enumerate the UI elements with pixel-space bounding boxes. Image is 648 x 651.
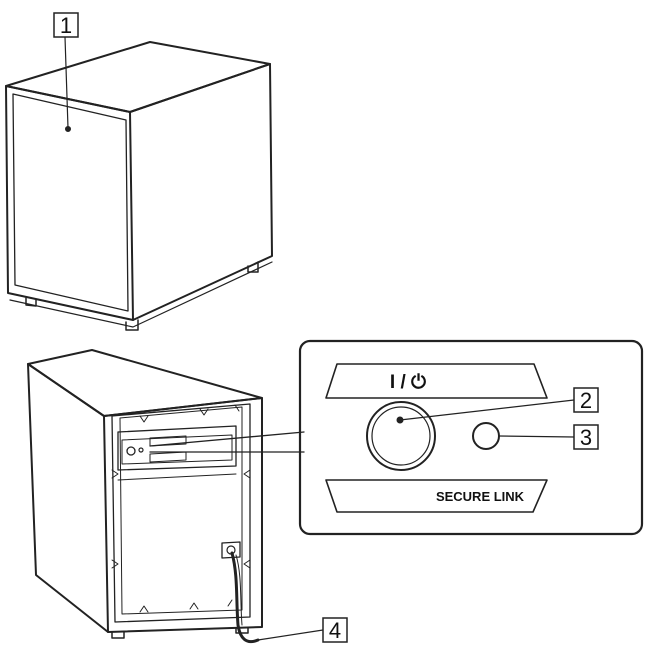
callout-1-label: 1: [60, 13, 72, 38]
zoom-leader-lines: [149, 431, 305, 453]
callout-4-label: 4: [329, 618, 341, 643]
control-panel-enlarged: [298, 339, 644, 536]
callout-2: 2: [573, 387, 599, 413]
callout-2-label: 2: [580, 388, 592, 413]
subwoofer-front-view: [5, 36, 273, 331]
secure-link-label: SECURE LINK: [436, 489, 525, 504]
callout-3: 3: [573, 424, 599, 450]
power-label: I / ⏻: [390, 372, 426, 393]
callout-1: 1: [53, 12, 79, 38]
callout-4: 4: [322, 617, 348, 643]
subwoofer-rear-view: [27, 349, 263, 644]
callout-3-label: 3: [580, 425, 592, 450]
